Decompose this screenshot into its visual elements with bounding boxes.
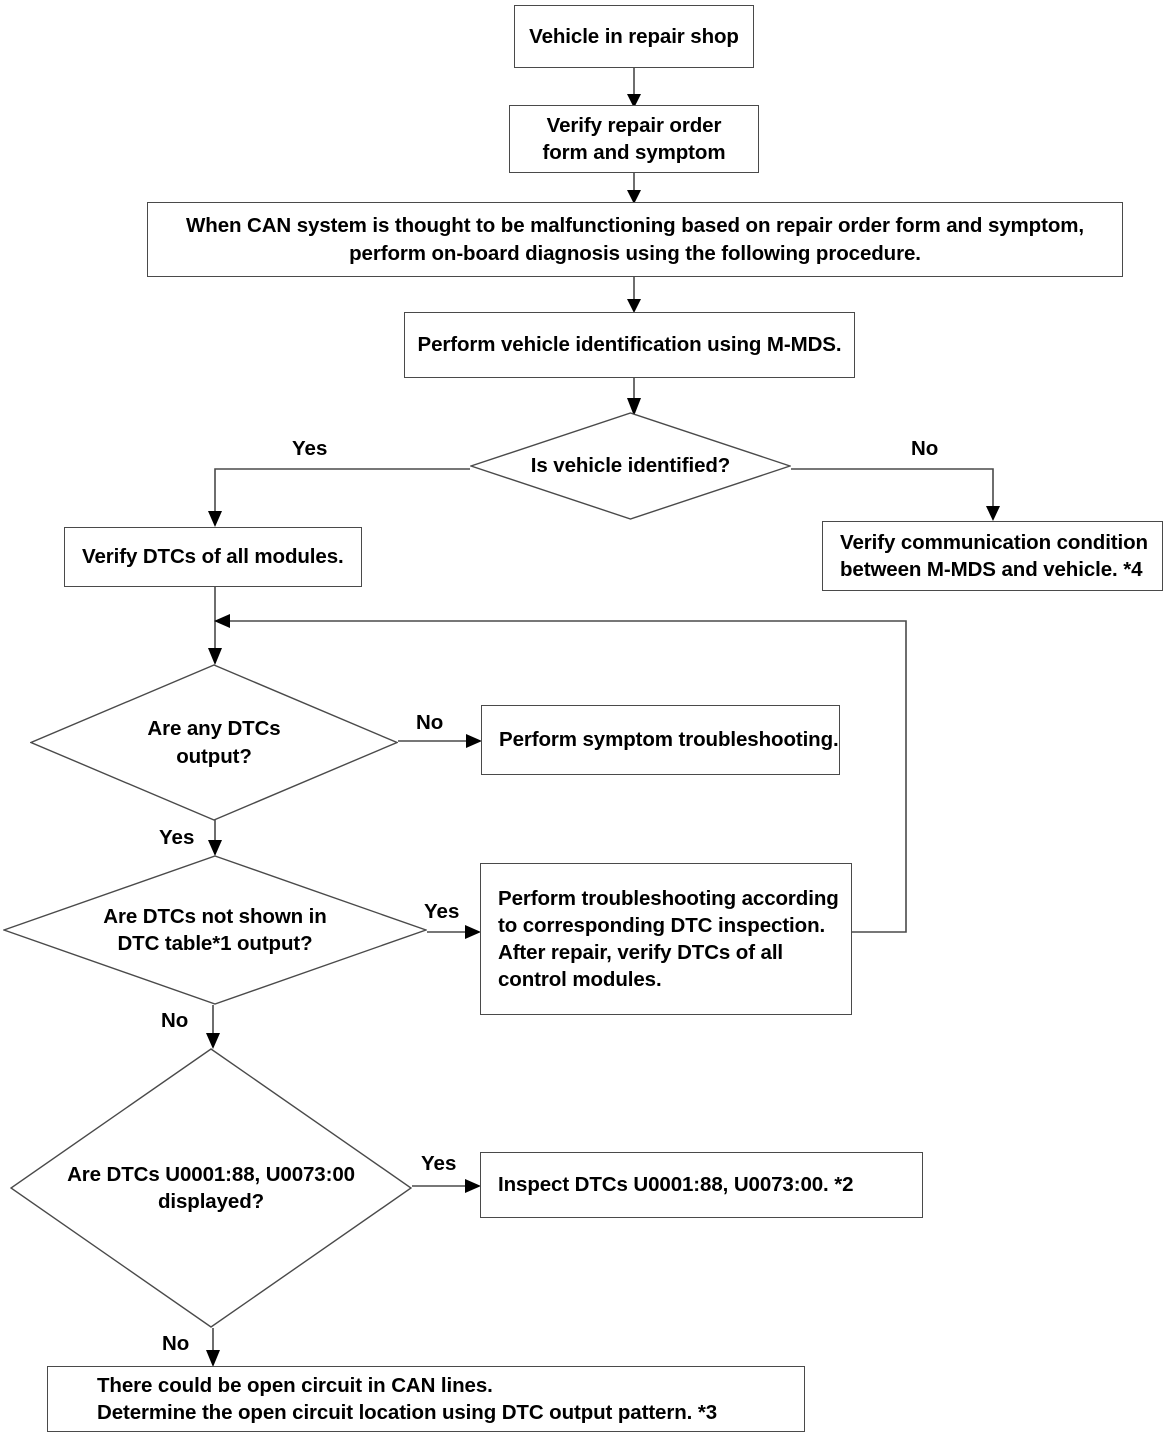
edge-label-any-dtcs-yes: Yes <box>159 826 195 849</box>
node-is-vehicle-identified[interactable]: Is vehicle identified? <box>470 412 791 520</box>
arrowhead-decision3 <box>208 840 222 856</box>
node-label: Are DTCs not shown in DTC table*1 output… <box>103 904 327 955</box>
node-are-dtcs-u0001-displayed[interactable]: Are DTCs U0001:88, U0073:00 displayed? <box>10 1048 412 1328</box>
node-label: Perform symptom troubleshooting. <box>499 728 839 752</box>
edge-label-not-shown-yes: Yes <box>424 900 460 923</box>
node-inspect-dtcs[interactable]: Inspect DTCs U0001:88, U0073:00. *2 <box>480 1152 923 1218</box>
edge-label-u0001-no: No <box>162 1332 190 1355</box>
node-label: Perform troubleshooting according to cor… <box>498 886 839 992</box>
arrowhead-symptom-troubleshooting <box>466 734 482 748</box>
node-perform-symptom-troubleshooting[interactable]: Perform symptom troubleshooting. <box>481 705 840 775</box>
node-perform-troubleshooting-dtc[interactable]: Perform troubleshooting according to cor… <box>480 863 852 1015</box>
node-are-any-dtcs-output[interactable]: Are any DTCs output? <box>30 664 398 821</box>
edge-feedback-loop <box>228 620 907 933</box>
arrowhead-verify-dtcs-all <box>208 511 222 527</box>
node-vehicle-in-repair-shop[interactable]: Vehicle in repair shop <box>514 5 754 68</box>
edge-label-any-dtcs-no: No <box>416 711 444 734</box>
arrowhead-verify-communication <box>986 506 1000 521</box>
diamond-shape <box>470 412 791 520</box>
node-are-dtcs-not-shown[interactable]: Are DTCs not shown in DTC table*1 output… <box>3 855 427 1005</box>
diamond-shape <box>10 1048 412 1328</box>
diamond-shape <box>30 664 398 821</box>
arrowhead-decision2 <box>208 648 222 665</box>
edge-decision1-yes <box>214 468 470 513</box>
node-open-circuit-can-lines[interactable]: There could be open circuit in CAN lines… <box>47 1366 805 1432</box>
arrowhead-feedback-loop <box>214 614 230 628</box>
arrowhead-verify-order <box>627 94 641 108</box>
node-label: Are any DTCs output? <box>147 717 281 768</box>
node-verify-communication-condition[interactable]: Verify communication condition between M… <box>822 521 1163 591</box>
node-label: Is vehicle identified? <box>530 454 731 478</box>
node-can-system-note[interactable]: When CAN system is thought to be malfunc… <box>147 202 1123 277</box>
node-label: Inspect DTCs U0001:88, U0073:00. *2 <box>498 1173 854 1197</box>
arrowhead-perform-troubleshooting <box>465 925 481 939</box>
arrowhead-vehicle-id <box>627 299 641 313</box>
node-label: When CAN system is thought to be malfunc… <box>186 214 1084 265</box>
node-verify-repair-order[interactable]: Verify repair order form and symptom <box>509 105 759 173</box>
diamond-shape <box>3 855 427 1005</box>
node-label: Perform vehicle identification using M-M… <box>417 333 842 357</box>
edge-label-not-shown-no: No <box>161 1009 189 1032</box>
edge-label-u0001-yes: Yes <box>421 1152 457 1175</box>
node-label: Verify repair order form and symptom <box>542 113 726 164</box>
edge-decision1-no <box>791 468 994 508</box>
edge-label-identified-yes: Yes <box>292 437 328 460</box>
arrowhead-can-note <box>627 190 641 204</box>
node-label: Verify communication condition between M… <box>840 530 1148 581</box>
node-label: Verify DTCs of all modules. <box>82 545 344 569</box>
node-label: There could be open circuit in CAN lines… <box>97 1373 718 1424</box>
arrowhead-decision1 <box>627 398 641 416</box>
node-verify-dtcs-all-modules[interactable]: Verify DTCs of all modules. <box>64 527 362 587</box>
node-perform-vehicle-identification[interactable]: Perform vehicle identification using M-M… <box>404 312 855 378</box>
arrowhead-inspect-dtcs <box>465 1179 481 1193</box>
arrowhead-decision4 <box>206 1033 220 1049</box>
edge-label-identified-no: No <box>911 437 939 460</box>
node-label: Are DTCs U0001:88, U0073:00 displayed? <box>67 1162 355 1213</box>
arrowhead-open-circuit <box>206 1350 220 1367</box>
node-label: Vehicle in repair shop <box>529 24 739 48</box>
